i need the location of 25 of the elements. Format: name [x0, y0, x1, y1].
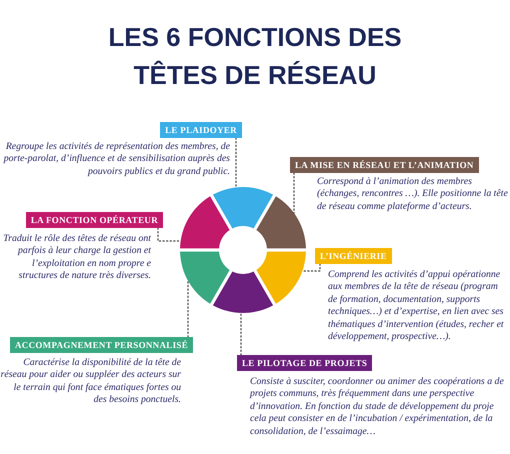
donut-segment — [256, 252, 306, 304]
donut-segment — [180, 196, 230, 248]
leader-line — [302, 263, 321, 272]
description-text: Correspond à l’animation des membres (échanges, rencontres …). Elle positionne la tête de réseau comme plateforme d’acteurs. — [317, 176, 508, 214]
donut-segment — [212, 187, 274, 228]
function-heading: LE PILOTAGE DE PROJETS — [237, 355, 372, 371]
function-heading: ACCOMPAGNEMENT PERSONNALISÉ — [10, 337, 193, 353]
page-title: LES 6 FONCTIONS DES TÊTES DE RÉSEAU — [107, 21, 403, 92]
leader-line — [235, 137, 237, 188]
donut-segment — [212, 272, 274, 313]
function-heading: L’INGÉNIERIE — [315, 248, 392, 264]
donut-segment — [180, 252, 230, 304]
leader-line — [157, 227, 182, 242]
description-text: Traduit le rôle des têtes de réseau ont parfois à leur charge la gestion et l’exploitation en nom propre e structures de nature très diverses. — [2, 233, 151, 283]
description-text: Regroupe les activités de représentation des membres, de porte-parolat, d’influence et de sensibilisation auprès des pouvoirs publics et du grand public. — [2, 141, 230, 178]
donut-segment — [256, 196, 306, 248]
description-text: Comprend les activités d’appui opérationne aux membres de la tête de réseau (program de formation, documentation, supports techniques…) et d’expertise, en lien avec ses thématiques d’intervention (études, recher et développement, prospective…). — [328, 269, 505, 344]
function-heading: LA FONCTION OPÉRATEUR — [26, 212, 163, 228]
description-text: Consiste à susciter, coordonner ou animer des coopérations a de projets communs, très fréquemment dans une perspective d’innovation. En fonction du stade de développement du proje cela peut consister en de l’incubation / expérimentation, de la consolidation, de l’essaimage… — [250, 376, 505, 438]
leader-line — [187, 280, 189, 338]
leader-line — [240, 312, 242, 356]
leader-line — [293, 172, 295, 214]
function-heading: LE PLAIDOYER — [160, 122, 242, 138]
function-heading: LA MISE EN RÉSEAU ET L’ANIMATION — [290, 157, 479, 173]
description-text: Caractérise la disponibilité de la tête de réseau pour aider ou suppléer des acteurs sur le terrain qui font face ématiques fortes ou des besoins ponctuels. — [0, 357, 181, 407]
